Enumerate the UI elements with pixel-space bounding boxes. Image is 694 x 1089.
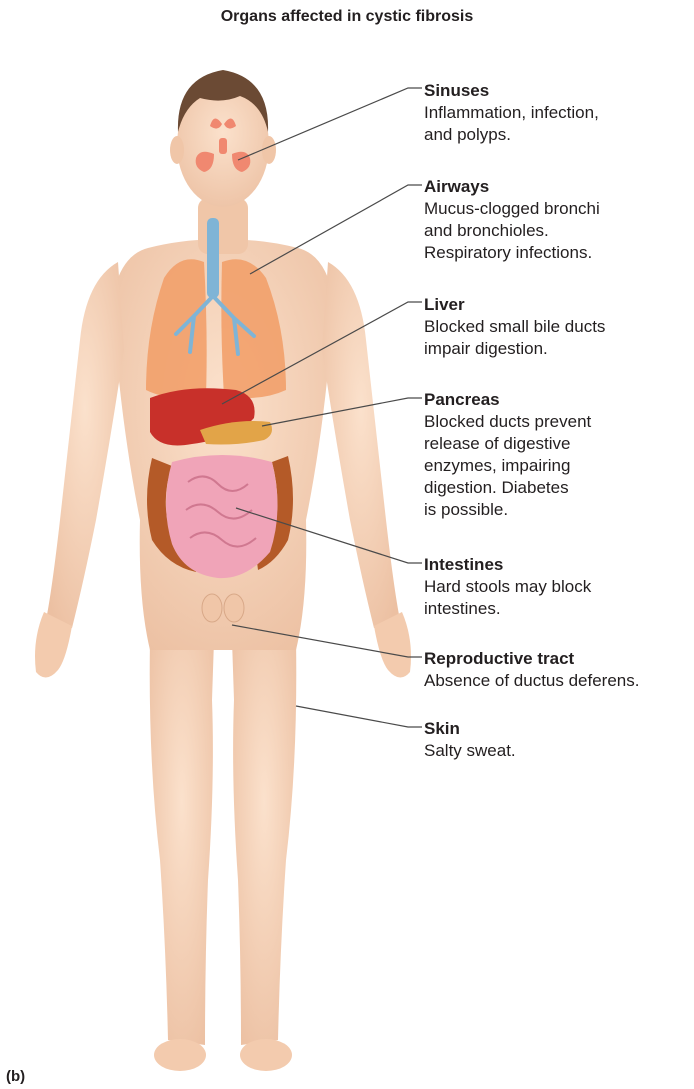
left-ear bbox=[170, 136, 184, 164]
label-liver-name: Liver bbox=[424, 294, 694, 316]
label-airways: Airways Mucus-clogged bronchi and bronch… bbox=[424, 176, 694, 264]
label-sinuses-desc: Inflammation, infection, and polyps. bbox=[424, 102, 694, 146]
label-intestines: Intestines Hard stools may block intesti… bbox=[424, 554, 694, 620]
airway bbox=[207, 218, 219, 298]
label-pancreas: Pancreas Blocked ducts prevent release o… bbox=[424, 389, 694, 521]
left-foot bbox=[154, 1039, 206, 1071]
label-reproductive-tract: Reproductive tract Absence of ductus def… bbox=[424, 648, 694, 692]
left-leg bbox=[150, 640, 214, 1045]
label-liver-desc: Blocked small bile ducts impair digestio… bbox=[424, 316, 694, 360]
label-pancreas-name: Pancreas bbox=[424, 389, 694, 411]
left-arm bbox=[46, 262, 124, 628]
label-intestines-desc: Hard stools may block intestines. bbox=[424, 576, 694, 620]
label-airways-name: Airways bbox=[424, 176, 694, 198]
trachea bbox=[207, 218, 219, 298]
leader-line-skin bbox=[296, 706, 422, 727]
testis-left bbox=[202, 594, 222, 622]
label-sinuses-name: Sinuses bbox=[424, 80, 694, 102]
label-skin-name: Skin bbox=[424, 718, 694, 740]
label-reproductive-tract-name: Reproductive tract bbox=[424, 648, 694, 670]
label-pancreas-desc: Blocked ducts prevent release of digesti… bbox=[424, 411, 694, 521]
small-intestine bbox=[166, 455, 278, 578]
label-skin-desc: Salty sweat. bbox=[424, 740, 694, 762]
right-leg bbox=[232, 640, 296, 1045]
testis-right bbox=[224, 594, 244, 622]
label-reproductive-tract-desc: Absence of ductus deferens. bbox=[424, 670, 694, 692]
label-skin: Skin Salty sweat. bbox=[424, 718, 694, 762]
right-arm bbox=[322, 262, 400, 628]
right-foot bbox=[240, 1039, 292, 1071]
label-sinuses: Sinuses Inflammation, infection, and pol… bbox=[424, 80, 694, 146]
label-airways-desc: Mucus-clogged bronchi and bronchioles. R… bbox=[424, 198, 694, 264]
ethmoid-sinus bbox=[219, 138, 227, 154]
figure-part-letter: (b) bbox=[6, 1068, 25, 1085]
right-ear bbox=[262, 136, 276, 164]
label-intestines-name: Intestines bbox=[424, 554, 694, 576]
label-liver: Liver Blocked small bile ducts impair di… bbox=[424, 294, 694, 360]
